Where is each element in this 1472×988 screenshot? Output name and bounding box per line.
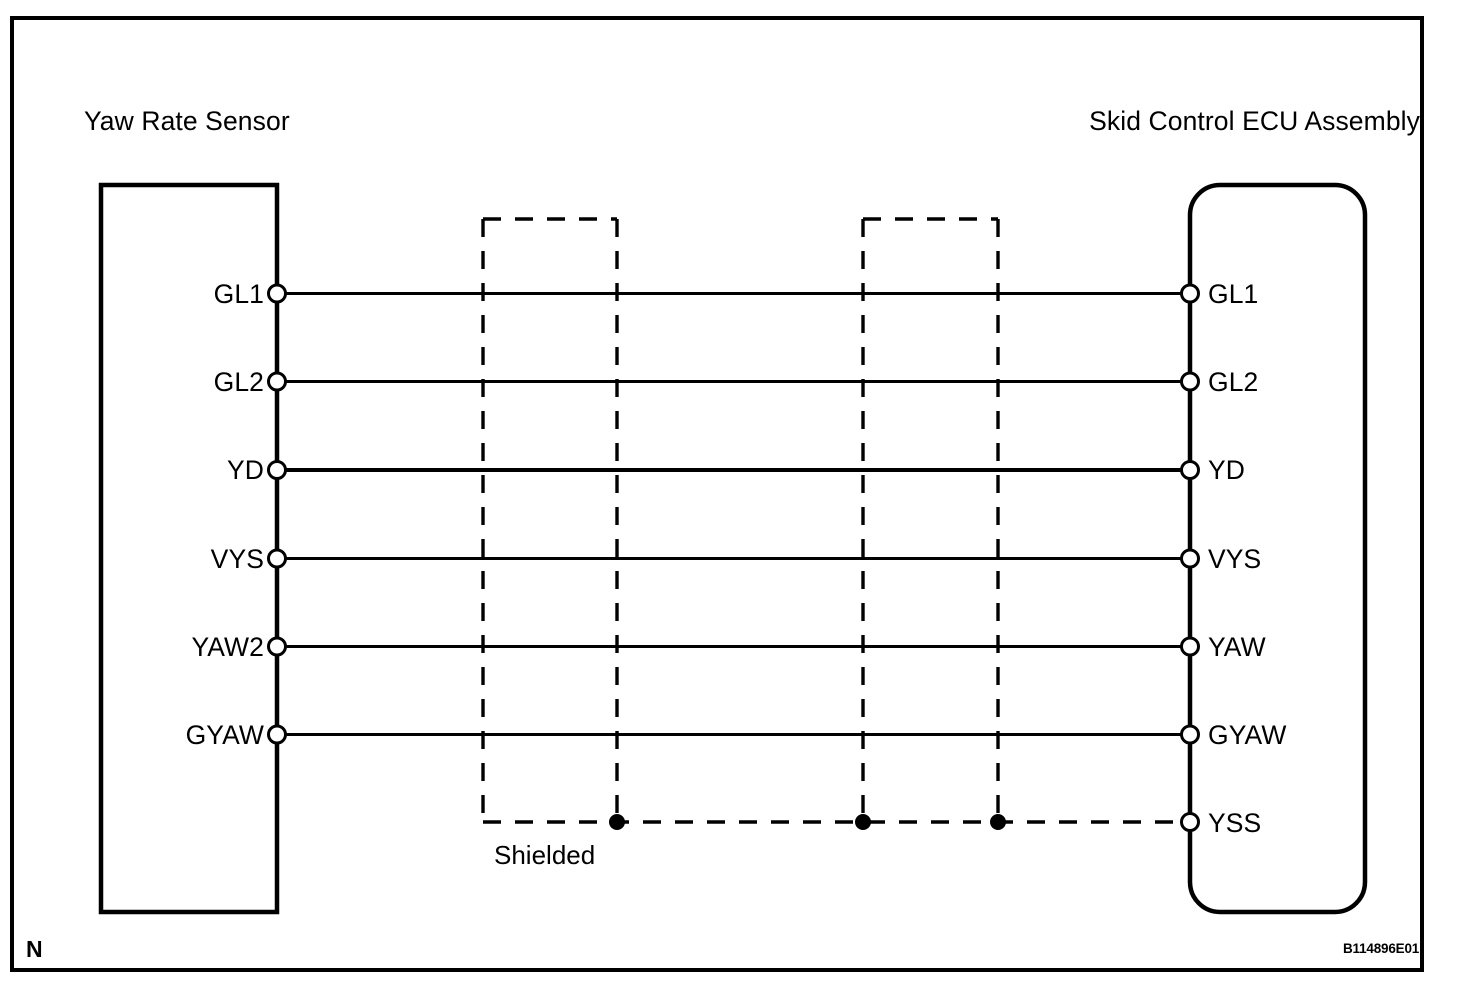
pin-right-yaw[interactable] [1180,636,1200,657]
pin-left-vys[interactable] [267,548,287,569]
pin-label-right-gl1: GL1 [1208,279,1259,309]
shield-junction-dot-3 [990,814,1006,830]
shield-junction-dot-2 [855,814,871,830]
pin-left-yaw2[interactable] [267,636,287,657]
pin-label-right-gyaw: GYAW [1208,720,1287,750]
left-connector-body [98,182,280,915]
pin-left-yd[interactable] [267,460,287,480]
pin-right-vys[interactable] [1180,548,1200,569]
pin-left-gl1[interactable] [267,283,287,304]
pin-right-yss[interactable] [1180,812,1200,832]
pin-label-right-yss: YSS [1208,808,1262,838]
pin-label-right-vys: VYS [1208,544,1262,574]
pin-right-gl2[interactable] [1180,371,1200,392]
shielded-label: Shielded [494,840,596,870]
pin-label-left-vys: VYS [210,544,264,574]
pin-label-left-gyaw: GYAW [185,720,264,750]
pin-label-left-gl1: GL1 [213,279,264,309]
pin-label-left-gl2: GL2 [213,367,264,397]
pin-left-gyaw[interactable] [267,724,287,745]
pin-left-gl2[interactable] [267,371,287,392]
document-code: B114896E01 [1343,941,1420,956]
page-border [10,16,1424,972]
shield-junction-dot-1 [609,814,625,830]
pin-label-left-yaw2: YAW2 [191,632,264,662]
right-component-title: Skid Control ECU Assembly [1089,106,1420,136]
pin-label-right-yaw: YAW [1208,632,1266,662]
pin-label-right-yd: YD [1208,455,1246,485]
pin-right-gyaw[interactable] [1180,724,1200,745]
pin-label-left-yd: YD [226,455,264,485]
pin-label-right-gl2: GL2 [1208,367,1259,397]
pin-right-gl1[interactable] [1180,283,1200,304]
corner-marker-n: N [26,936,43,962]
pin-right-yd[interactable] [1180,460,1200,480]
left-component-title: Yaw Rate Sensor [84,106,290,136]
